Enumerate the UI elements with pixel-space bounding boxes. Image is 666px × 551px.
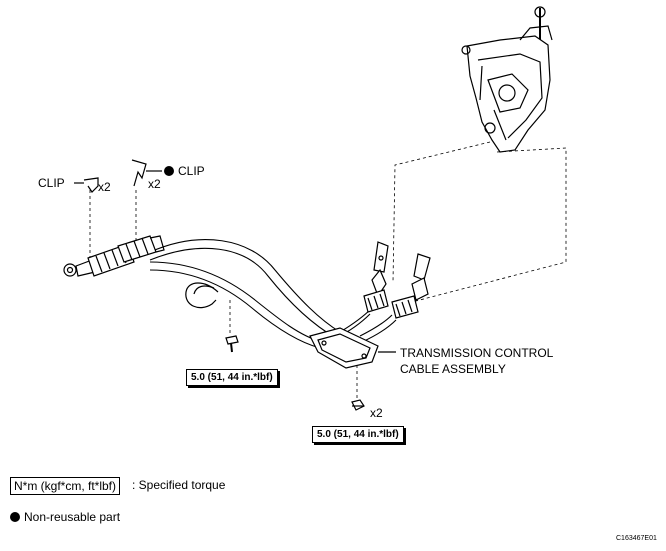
legend-torque-text: : Specified torque — [132, 478, 226, 492]
nut-icon — [351, 399, 365, 411]
cable-end-upper — [363, 241, 431, 319]
clip-right-icon — [131, 159, 147, 187]
clip-left-quantity: x2 — [98, 180, 111, 194]
cable-mounting-bracket — [309, 327, 379, 369]
legend-non-reusable-text: Non-reusable part — [24, 510, 121, 524]
assembly-label-line1: TRANSMISSION CONTROL — [400, 346, 554, 360]
clip-left-icon — [83, 177, 99, 193]
nut-quantity: x2 — [370, 406, 383, 420]
non-reusable-dot-icon — [164, 166, 174, 176]
alignment-lines — [89, 141, 567, 398]
torque-spec-bolt: 5.0 (51, 44 in.*lbf) — [186, 369, 278, 386]
legend-torque-unit: N*m (kgf*cm, ft*lbf) — [10, 477, 121, 495]
shift-lever-bracket — [461, 6, 553, 153]
control-cables — [149, 239, 397, 349]
clip-right-label: CLIP — [164, 164, 205, 178]
legend-dot-icon — [10, 512, 20, 522]
legend-non-reusable: Non-reusable part — [10, 510, 120, 524]
bolt-icon — [225, 335, 239, 353]
clip-right-label-text: CLIP — [178, 164, 205, 178]
cable-hook — [185, 282, 219, 309]
cable-end-left — [87, 235, 165, 277]
clip-right-quantity: x2 — [148, 177, 161, 191]
clip-left-label: CLIP — [38, 176, 65, 190]
torque-spec-nuts: 5.0 (51, 44 in.*lbf) — [312, 426, 404, 443]
assembly-label-line2: CABLE ASSEMBLY — [400, 362, 506, 376]
figure-code: C163467E01 — [616, 535, 657, 542]
